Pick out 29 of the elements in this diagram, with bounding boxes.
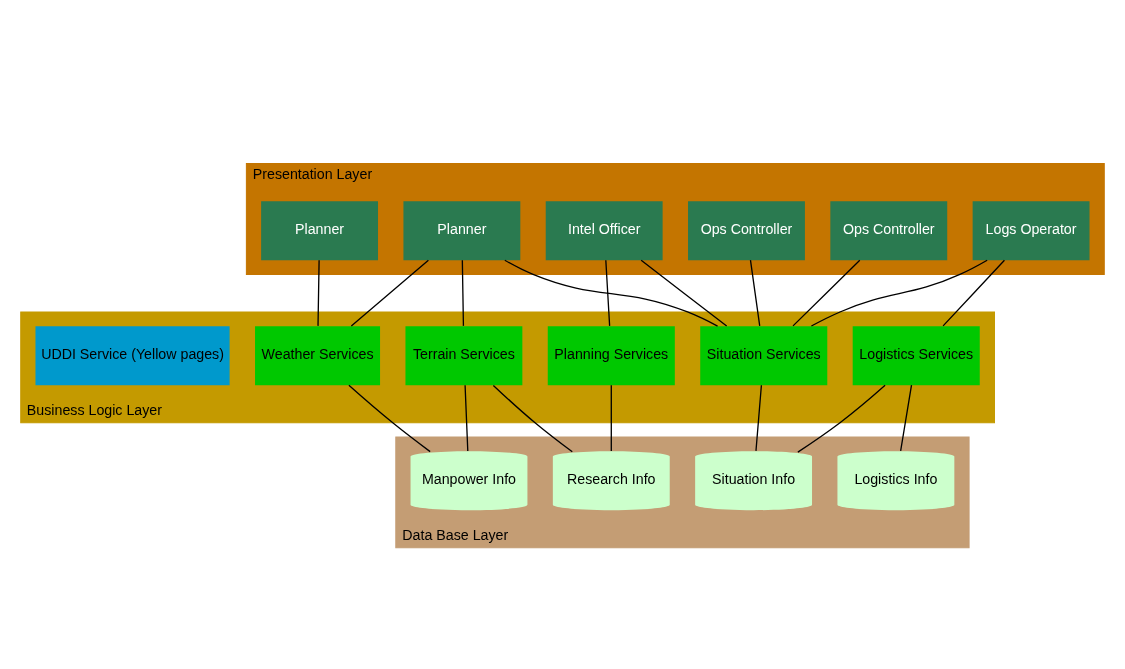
connector <box>605 259 611 327</box>
node-box: Ops Controller <box>688 200 805 260</box>
node-box: Situation Services <box>700 325 828 385</box>
connector <box>755 384 763 452</box>
connector <box>492 384 573 452</box>
node-box: Planning Services <box>547 325 675 385</box>
node-box: Planner <box>403 200 521 260</box>
connector <box>350 259 430 327</box>
connector <box>640 259 728 327</box>
connector <box>348 384 431 452</box>
connector <box>461 259 465 327</box>
connector <box>810 259 988 327</box>
connector <box>317 259 320 327</box>
connector <box>900 384 913 452</box>
connector <box>792 259 861 327</box>
connector <box>749 259 761 327</box>
connector <box>464 384 469 452</box>
connector <box>504 259 719 327</box>
connector <box>610 384 612 452</box>
connector <box>942 259 1006 327</box>
connector <box>797 384 886 453</box>
node-box: UDDI Service (Yellow pages) <box>35 325 230 385</box>
node-box: Intel Officer <box>545 200 663 260</box>
node-box: Logs Operator <box>972 200 1090 260</box>
node-box: Logistics Services <box>852 325 980 385</box>
node-box: Planner <box>261 200 378 260</box>
node-box: Weather Services <box>255 325 381 385</box>
node-box: Terrain Services <box>405 325 523 385</box>
node-box: Ops Controller <box>830 200 948 260</box>
